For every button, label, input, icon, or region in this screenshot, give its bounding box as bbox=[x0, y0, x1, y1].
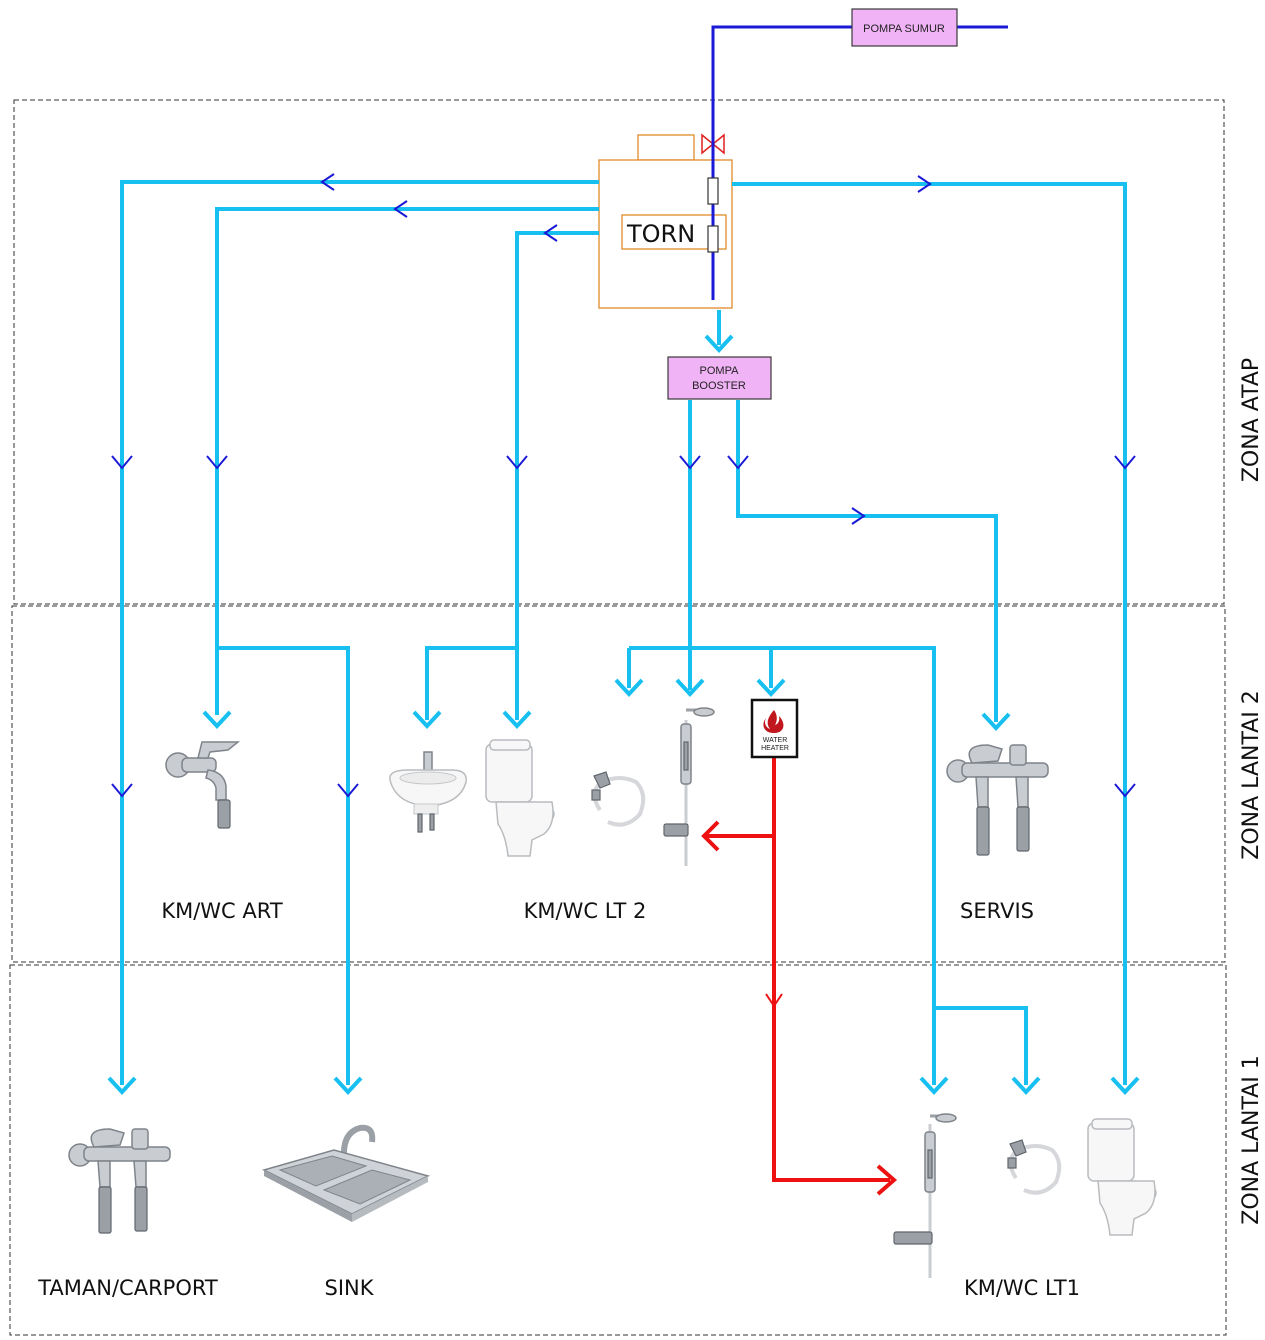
zone-lantai1-label: ZONA LANTAI 1 bbox=[1239, 1055, 1264, 1224]
fixture-inlet-arrows bbox=[109, 336, 1138, 1092]
bidet-sprayer-icon bbox=[592, 772, 643, 825]
float-valve-upper bbox=[708, 178, 718, 204]
zone-lantai2-label: ZONA LANTAI 2 bbox=[1239, 690, 1264, 859]
pipe-lt1-toilet bbox=[732, 184, 1125, 1085]
faucet-icon bbox=[947, 745, 1048, 855]
room-label-taman-carport: TAMAN/CARPORT bbox=[37, 1276, 218, 1300]
water-heater-icon: WATER HEATER bbox=[752, 700, 797, 757]
well-supply-pipe bbox=[713, 27, 1008, 300]
water-heater-label-2: HEATER bbox=[761, 745, 789, 752]
pompa-booster-label-1: POMPA bbox=[700, 365, 740, 377]
room-label-km-wc-lt2: KM/WC LT 2 bbox=[524, 899, 647, 923]
pompa-booster-label-2: BOOSTER bbox=[692, 380, 746, 392]
toilet-icon bbox=[486, 740, 554, 856]
pompa-booster-box bbox=[668, 357, 771, 399]
sink-icon bbox=[264, 1128, 428, 1222]
water-heater-label-1: WATER bbox=[763, 737, 788, 744]
faucet-icon bbox=[69, 1129, 170, 1233]
toilet-icon bbox=[1088, 1119, 1156, 1235]
room-label-km-wc-lt1: KM/WC LT1 bbox=[964, 1276, 1080, 1300]
bidet-sprayer-icon bbox=[1008, 1140, 1059, 1193]
zone-atap-label: ZONA ATAP bbox=[1239, 358, 1264, 482]
pipe-art-sink bbox=[217, 209, 599, 1085]
hot-water-pipe bbox=[706, 755, 890, 1180]
room-label-servis: SERVIS bbox=[960, 899, 1034, 923]
pipe-booster-servis bbox=[738, 400, 996, 722]
torn-label: TORN bbox=[626, 220, 695, 248]
pompa-sumur-label: POMPA SUMUR bbox=[863, 23, 945, 35]
washbasin-icon bbox=[390, 752, 466, 832]
pipe-lt2-basin-toilet bbox=[427, 233, 599, 720]
room-label-km-wc-art: KM/WC ART bbox=[161, 899, 282, 923]
shower-icon bbox=[664, 708, 714, 866]
tank-hatch bbox=[638, 135, 694, 160]
float-valve-lower bbox=[708, 226, 718, 252]
shower-icon bbox=[894, 1114, 956, 1278]
faucet-icon bbox=[166, 742, 238, 828]
pipe-taman bbox=[122, 182, 599, 1085]
room-label-sink: SINK bbox=[324, 1276, 374, 1300]
